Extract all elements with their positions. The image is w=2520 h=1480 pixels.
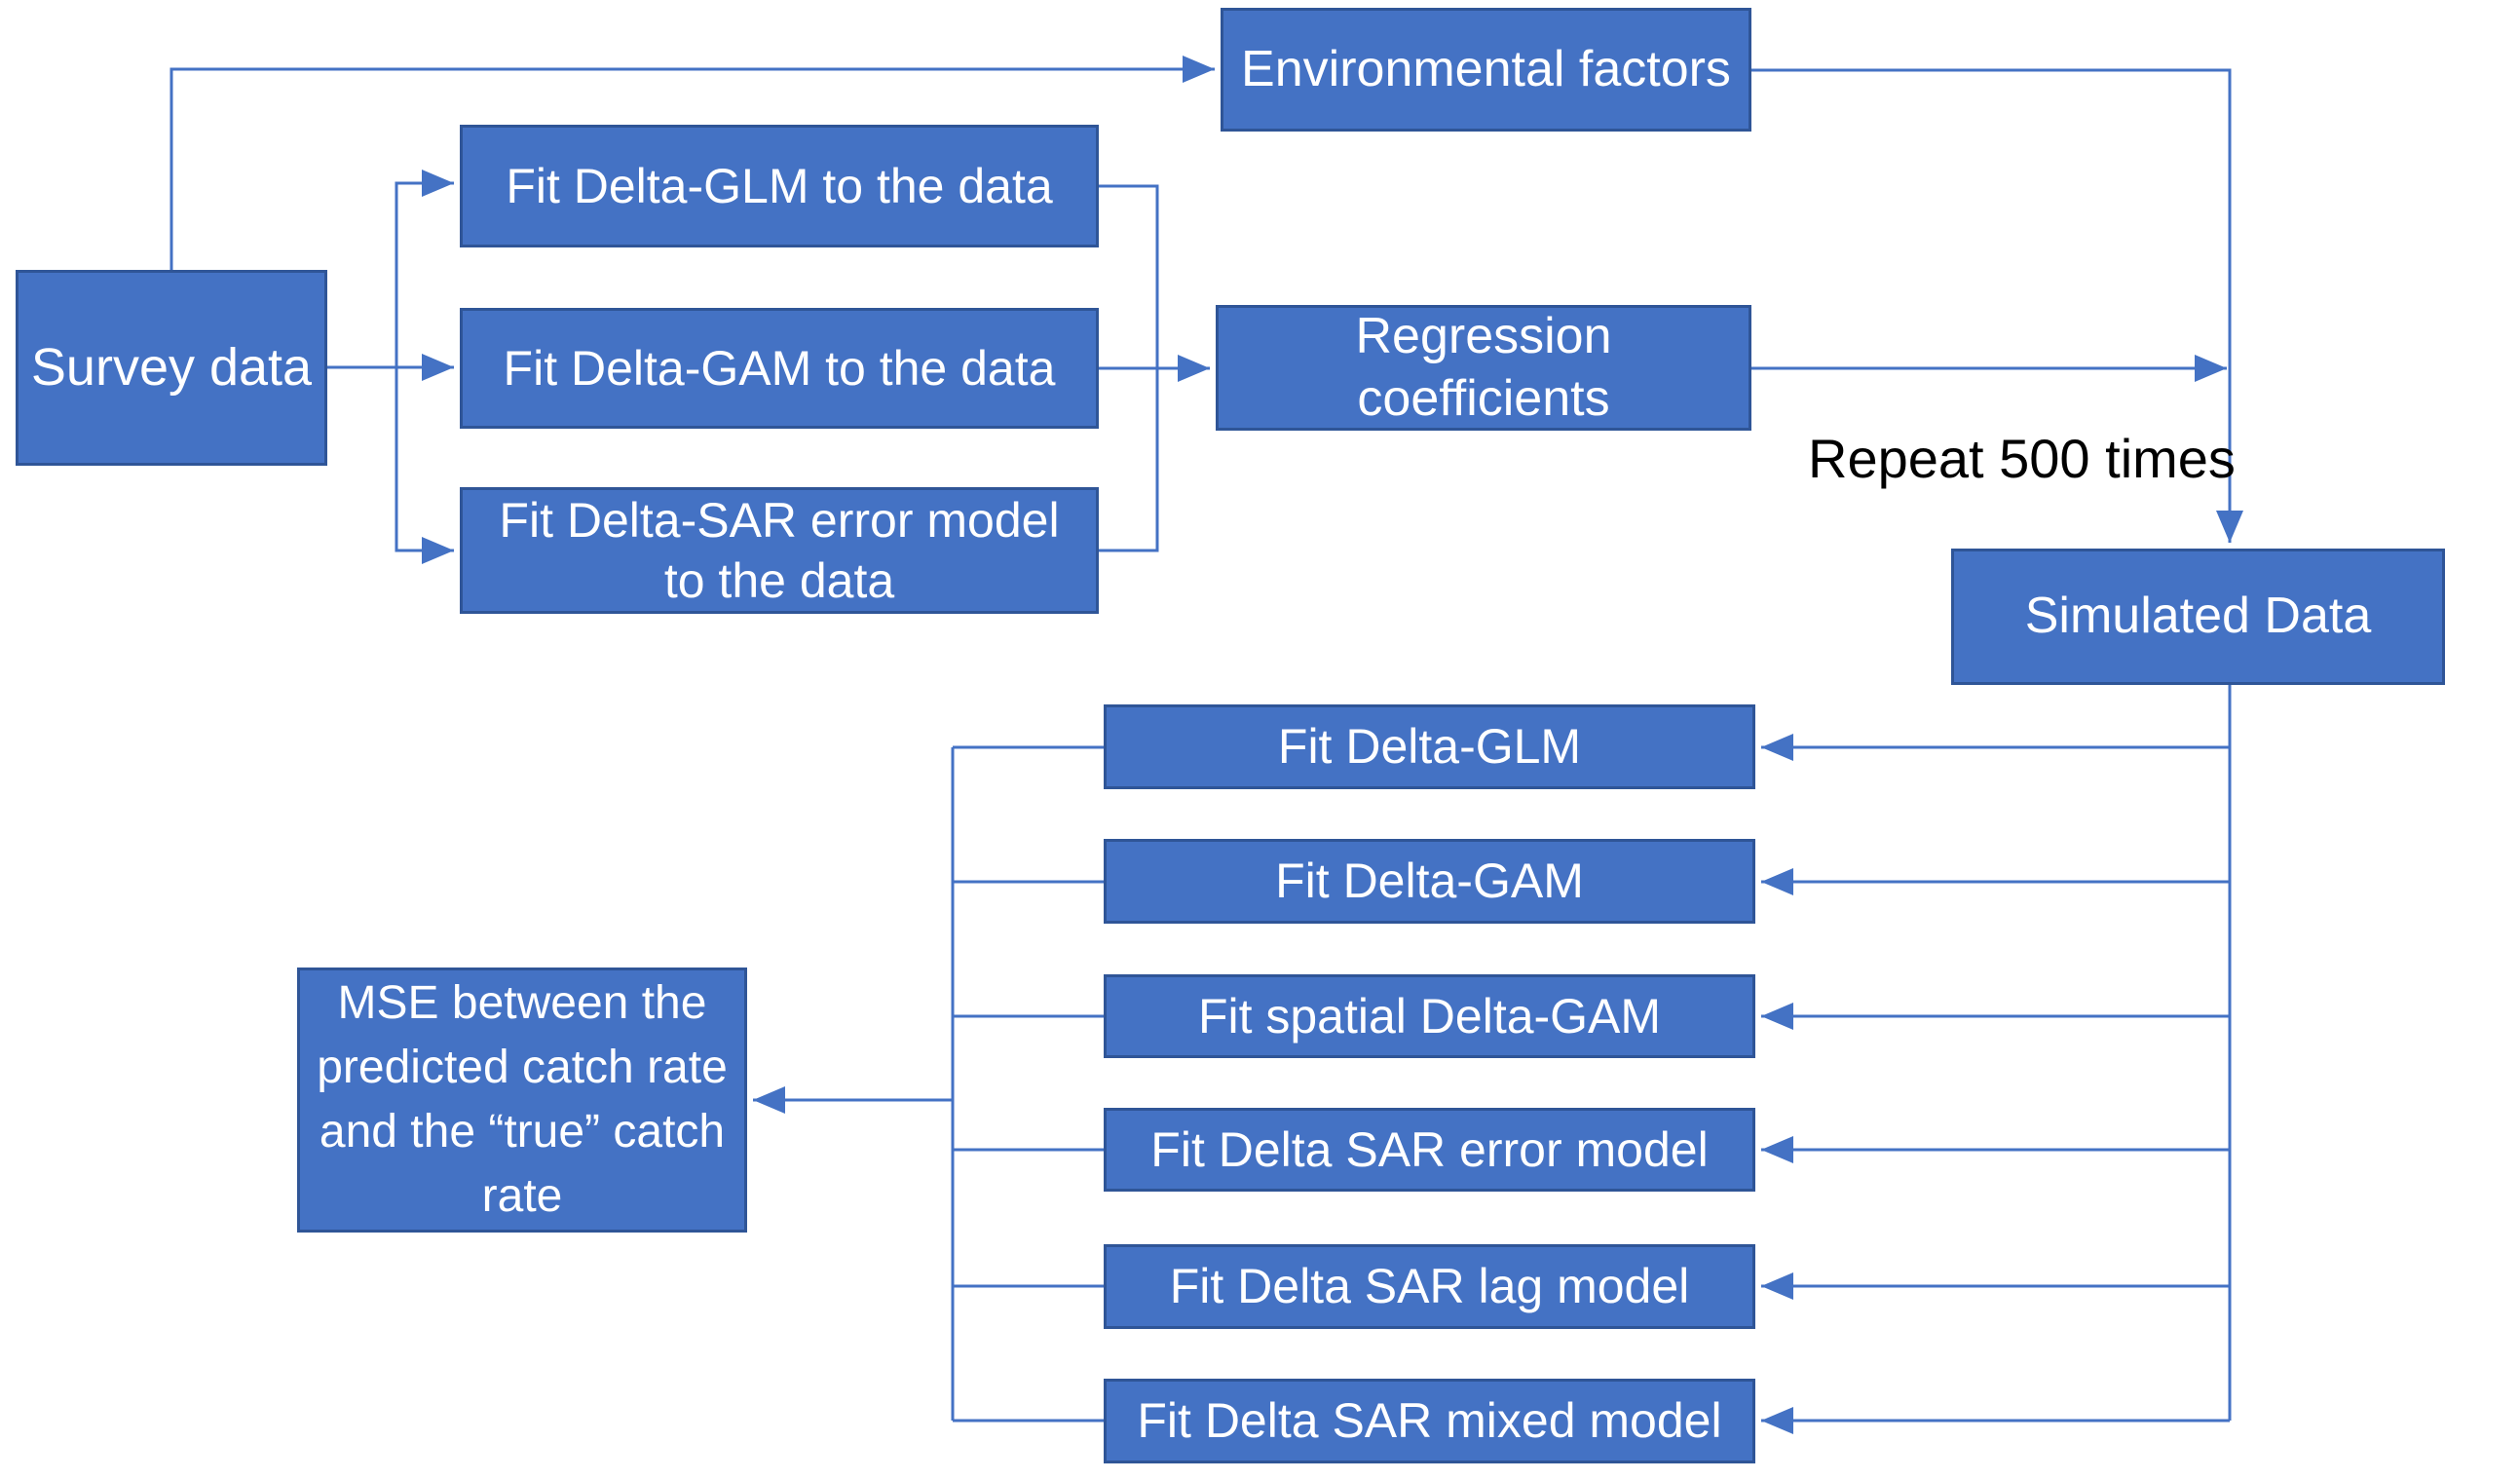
edge-survey-sar xyxy=(395,367,454,564)
node-fit-delta-glm-to-data: Fit Delta-GLM to the data xyxy=(460,125,1099,247)
node-fit-delta-sar-lag-model: Fit Delta SAR lag model xyxy=(1104,1244,1755,1329)
node-fit-delta-sar-mixed-model: Fit Delta SAR mixed model xyxy=(1104,1379,1755,1463)
node-label: MSE between the predicted catch rate and… xyxy=(317,976,728,1223)
node-simulated-data: Simulated Data xyxy=(1951,549,2445,685)
node-label: Fit Delta-GLM xyxy=(1277,719,1582,774)
node-environmental-factors: Environmental factors xyxy=(1221,8,1751,132)
node-label: Fit Delta-GAM to the data xyxy=(503,340,1056,396)
node-fit-spatial-delta-gam: Fit spatial Delta-GAM xyxy=(1104,974,1755,1058)
node-label: Fit Delta SAR mixed model xyxy=(1137,1393,1722,1448)
node-label: Regression coefficients xyxy=(1355,308,1612,427)
node-label: Fit Delta SAR error model xyxy=(1150,1121,1709,1177)
node-label: Environmental factors xyxy=(1241,40,1731,97)
repeat-500-times-label: Repeat 500 times xyxy=(1808,428,2236,489)
node-label: Fit Delta-GAM xyxy=(1275,854,1584,908)
node-fit-delta-gam-to-data: Fit Delta-GAM to the data xyxy=(460,308,1099,429)
node-label: Fit Delta-GLM to the data xyxy=(506,158,1053,213)
node-mse: MSE between the predicted catch rate and… xyxy=(297,968,747,1233)
node-regression-coefficients: Regression coefficients xyxy=(1216,305,1751,431)
edge-bracket-right xyxy=(1099,184,1159,552)
node-label: Simulated Data xyxy=(2024,588,2372,645)
node-fit-delta-gam: Fit Delta-GAM xyxy=(1104,839,1755,924)
node-label: Survey data xyxy=(30,337,313,397)
node-fit-delta-sar-to-data: Fit Delta-SAR error model to the data xyxy=(460,487,1099,614)
node-label: Fit spatial Delta-GAM xyxy=(1197,988,1662,1044)
node-survey-data: Survey data xyxy=(16,270,327,466)
node-label: Fit Delta-SAR error model to the data xyxy=(499,493,1060,608)
node-label: Fit Delta SAR lag model xyxy=(1169,1259,1690,1313)
node-fit-delta-sar-error-model: Fit Delta SAR error model xyxy=(1104,1108,1755,1192)
node-fit-delta-glm: Fit Delta-GLM xyxy=(1104,704,1755,789)
edge-survey-glm xyxy=(395,170,454,367)
